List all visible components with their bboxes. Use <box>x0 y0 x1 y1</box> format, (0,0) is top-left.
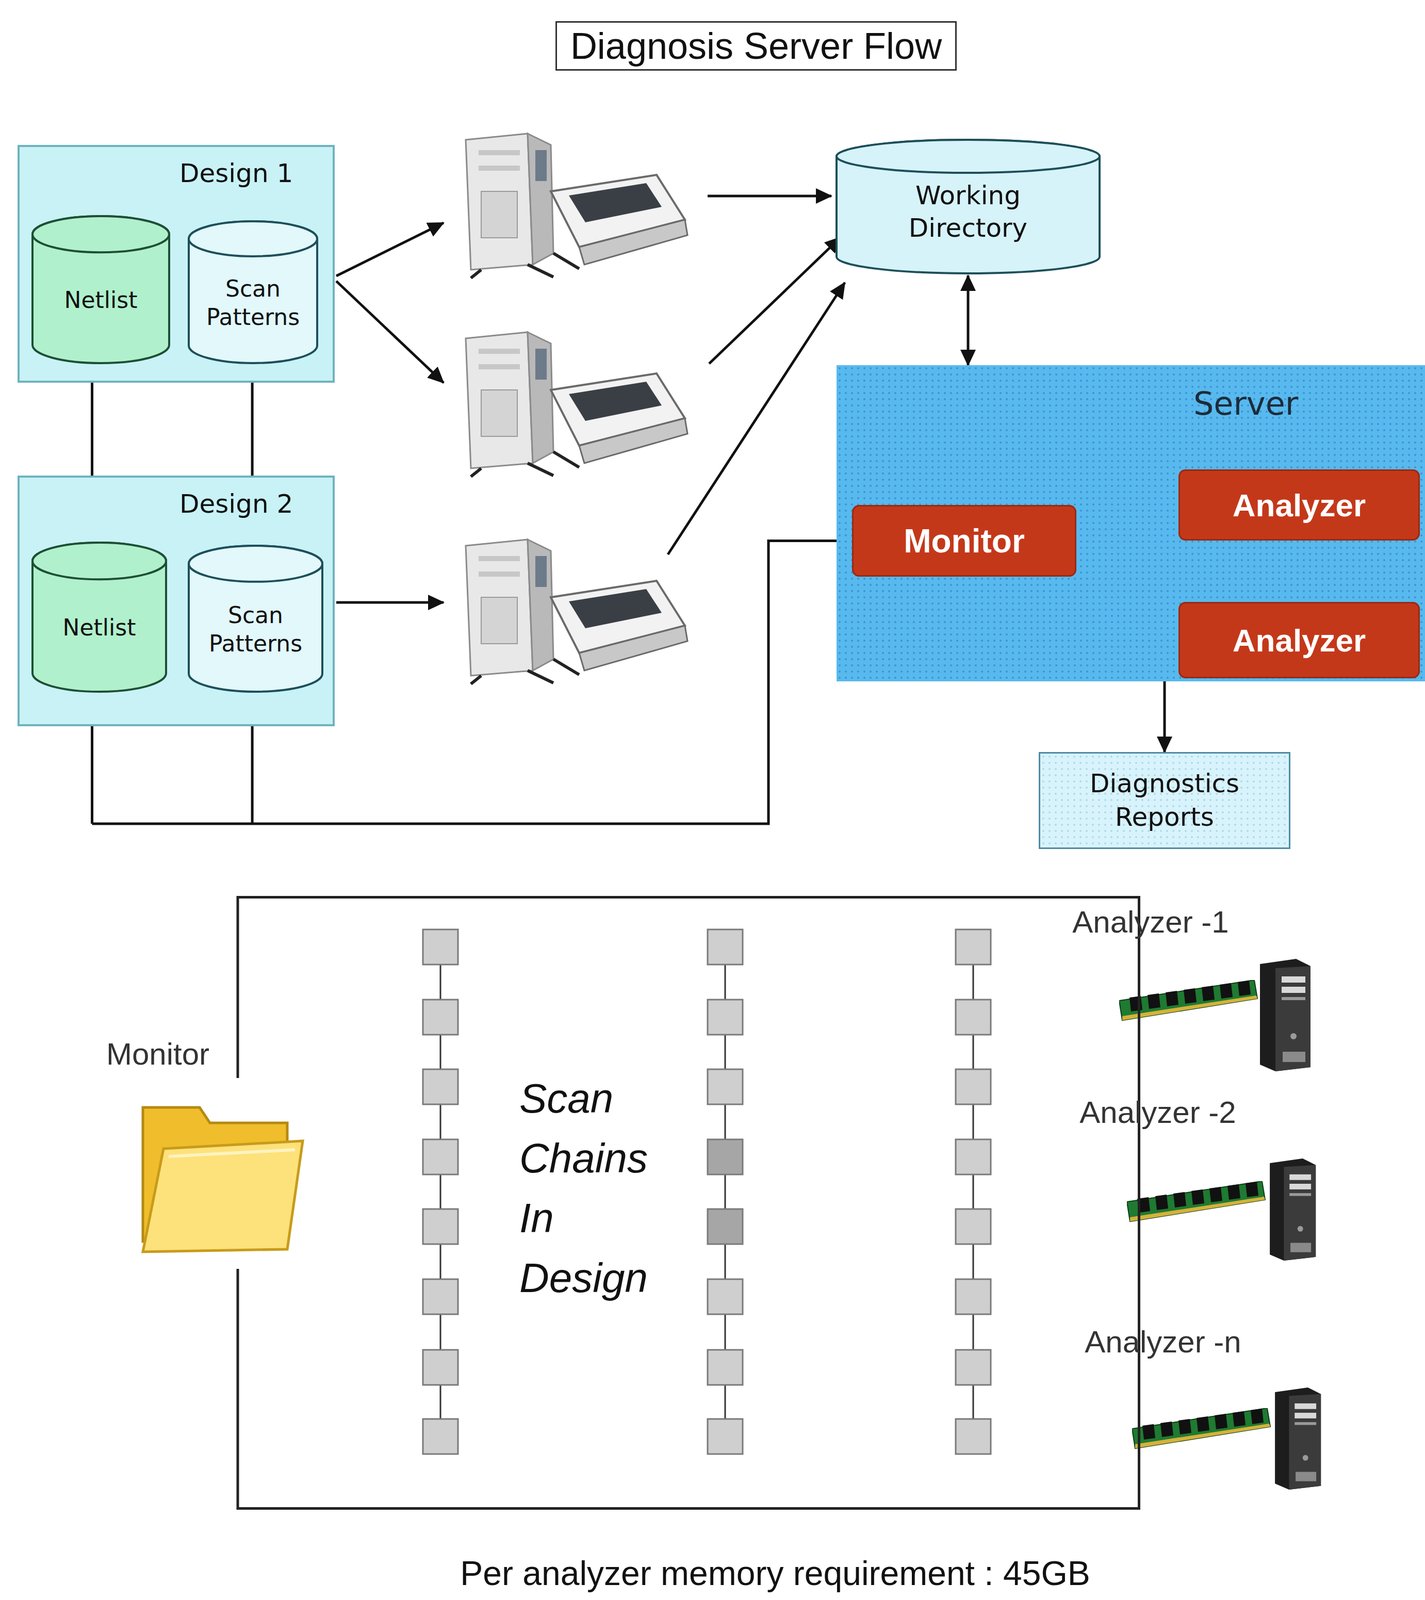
tester-machine <box>465 133 688 684</box>
report-box: Diagnostics Reports <box>1038 751 1291 849</box>
scan-cell <box>422 999 458 1035</box>
scan-cell <box>707 1349 743 1385</box>
flow-arrow-part <box>336 601 444 604</box>
database-cylinder: Scan Patterns <box>186 543 325 694</box>
label-text: Analyzer -n <box>1084 1323 1241 1360</box>
process-box: Monitor <box>852 504 1077 577</box>
scan-cell <box>707 999 743 1035</box>
analyzer-computer <box>1119 958 1321 1490</box>
database-cylinder: Scan Patterns <box>186 219 320 366</box>
node-label: Analyzer <box>1232 621 1366 659</box>
analyzer-computer-part <box>1269 1158 1316 1261</box>
tester-machine-part <box>465 539 688 684</box>
connector <box>1163 681 1167 752</box>
cylinder-top <box>32 216 170 253</box>
scan-cell <box>707 1139 743 1175</box>
node-label: Scan Patterns <box>206 253 300 332</box>
scan-cell <box>955 1139 991 1175</box>
scan-cell <box>422 1418 458 1454</box>
scan-cell <box>707 1418 743 1454</box>
connector <box>92 382 253 476</box>
cylinder-top <box>188 545 323 582</box>
scan-cell <box>955 1349 991 1385</box>
connector <box>92 541 853 825</box>
caption: Per analyzer memory requirement : 45GB <box>460 1553 1090 1593</box>
title: Diagnosis Server Flow <box>555 21 957 71</box>
node-label: Server <box>1193 384 1299 423</box>
cylinder-body <box>836 139 1100 274</box>
design-outline: Scan Chains In Design <box>236 895 1141 1510</box>
database-cylinder: Working Directory <box>834 137 1102 276</box>
analyzer-computer-part <box>1274 1387 1321 1490</box>
server-panel: ServerMonitorAnalyzerAnalyzer <box>836 365 1425 682</box>
tester-machine-part <box>465 332 688 477</box>
scan-chain <box>422 929 991 1454</box>
scan-cell <box>707 929 743 965</box>
analyzer-computer-part <box>1126 1181 1266 1222</box>
node-label: Working Directory <box>908 169 1028 244</box>
scan-cell <box>422 1349 458 1385</box>
process-box: Analyzer <box>1178 601 1420 679</box>
tester-machine-part <box>465 133 688 278</box>
box-border-part <box>236 1268 240 1510</box>
flow-arrow-part <box>336 222 444 276</box>
node-label: Design 2 <box>179 488 293 519</box>
analyzer-computer-part <box>1132 1407 1271 1449</box>
box-border-part <box>236 895 240 1078</box>
node-label: Monitor <box>903 521 1025 561</box>
flow-arrow-part <box>709 237 841 364</box>
scan-cell <box>422 929 458 965</box>
scan-cell <box>955 1069 991 1105</box>
scan-cell <box>955 929 991 965</box>
scan-cell <box>422 1279 458 1315</box>
database-cylinder: Netlist <box>30 540 169 694</box>
label-text: Analyzer -2 <box>1079 1094 1236 1130</box>
folder-icon <box>142 1107 303 1252</box>
process-box: Analyzer <box>1178 469 1420 541</box>
label-text: Analyzer -1 <box>1072 904 1229 940</box>
flow-arrow-part <box>707 194 832 198</box>
cylinder-top <box>188 221 318 257</box>
scan-cell <box>422 1139 458 1175</box>
flow-arrow-part <box>336 281 444 383</box>
design-box: Design 2 Netlist Scan Patterns <box>17 475 335 727</box>
node-label: Netlist <box>64 265 138 315</box>
node-label: Scan Patterns <box>208 580 303 658</box>
scan-cell <box>707 1069 743 1105</box>
scan-cell <box>707 1279 743 1315</box>
node-label: Scan Chains In Design <box>519 1068 648 1308</box>
cylinder-body <box>188 545 323 692</box>
node-label: Diagnostics Reports <box>1089 766 1240 834</box>
database-cylinder: Netlist <box>30 214 172 366</box>
cylinder-body <box>32 542 167 692</box>
cylinder-body <box>32 216 170 364</box>
node-label: Analyzer <box>1232 486 1366 524</box>
node-label: Design 1 <box>179 158 293 189</box>
scan-cell <box>955 1279 991 1315</box>
scan-cell <box>955 1418 991 1454</box>
cylinder-body <box>188 221 318 364</box>
design-box: Design 1 Netlist Scan Patterns <box>17 144 335 383</box>
cylinder-top <box>836 139 1100 173</box>
scan-cell <box>422 1208 458 1244</box>
scan-cell <box>955 1208 991 1244</box>
connector <box>967 275 970 366</box>
scan-cell <box>955 999 991 1035</box>
flow-arrow-part <box>667 282 845 555</box>
scan-cell <box>422 1069 458 1105</box>
cylinder-top <box>32 542 167 580</box>
node-label: Netlist <box>62 592 137 642</box>
label-text: Monitor <box>106 1036 210 1072</box>
scan-cell <box>707 1208 743 1244</box>
analyzer-computer-part <box>1259 958 1311 1072</box>
